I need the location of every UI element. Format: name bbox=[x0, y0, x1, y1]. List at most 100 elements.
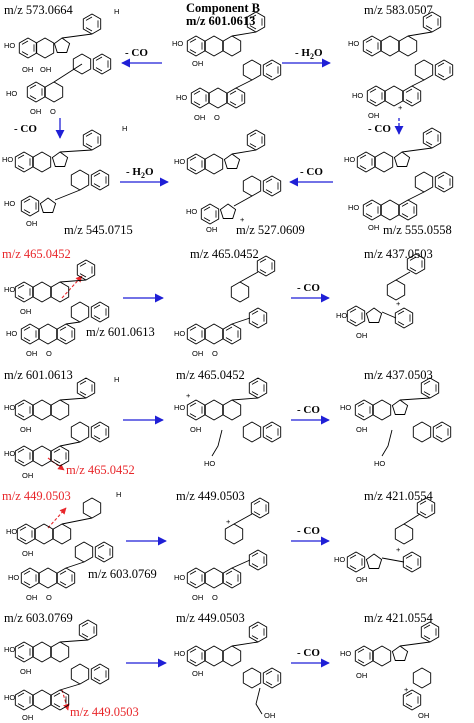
svg-text:OH: OH bbox=[20, 307, 31, 316]
svg-text:OH: OH bbox=[194, 113, 205, 122]
svg-text:H: H bbox=[114, 7, 119, 16]
svg-text:OH: OH bbox=[190, 425, 201, 434]
svg-text:HO: HO bbox=[174, 157, 185, 166]
svg-text:O: O bbox=[212, 593, 218, 602]
structure-555 bbox=[356, 127, 454, 221]
svg-text:HO: HO bbox=[348, 203, 359, 212]
svg-text:OH: OH bbox=[26, 349, 37, 358]
svg-text:HO: HO bbox=[186, 207, 197, 216]
svg-text:HO: HO bbox=[174, 649, 185, 658]
label-mz-573-0664: m/z 573.0664 bbox=[4, 3, 73, 17]
svg-text:O: O bbox=[212, 349, 218, 358]
loss-co-r3: - CO bbox=[297, 282, 320, 294]
svg-text:HO: HO bbox=[4, 645, 15, 654]
title-component-b: Component B m/z 601.0613 bbox=[186, 1, 260, 28]
svg-text:OH: OH bbox=[356, 671, 367, 680]
structure-449-row6 bbox=[186, 621, 282, 715]
svg-text:HO: HO bbox=[344, 155, 355, 164]
loss-co-r6: - CO bbox=[297, 647, 320, 659]
structure-449-row5 bbox=[186, 497, 270, 589]
loss-labels: - CO - H2O - CO - CO - H2O - CO - CO - C… bbox=[14, 47, 391, 659]
svg-text:OH: OH bbox=[22, 549, 33, 558]
structure-437-row3 bbox=[346, 253, 426, 329]
svg-text:OH: OH bbox=[264, 711, 275, 720]
structure-573 bbox=[18, 13, 112, 103]
label-mz-449-0503-red-row5: m/z 449.0503 bbox=[2, 489, 71, 503]
svg-text:O: O bbox=[50, 107, 56, 116]
svg-text:OH: OH bbox=[356, 575, 367, 584]
svg-text:OH: OH bbox=[22, 471, 33, 480]
label-mz-601-0613-row4: m/z 601.0613 bbox=[4, 368, 73, 382]
label-mz-465-0452-row3: m/z 465.0452 bbox=[190, 247, 259, 261]
label-mz-465-0452-row4: m/z 465.0452 bbox=[176, 368, 245, 382]
structure-421-row5 bbox=[346, 497, 436, 573]
svg-text:HO: HO bbox=[4, 41, 15, 50]
label-mz-437-0503-row4: m/z 437.0503 bbox=[364, 368, 433, 382]
svg-text:HO: HO bbox=[6, 89, 17, 98]
label-mz-603-0769-row6: m/z 603.0769 bbox=[4, 611, 73, 625]
structure-583 bbox=[362, 11, 454, 107]
structure-601-row3 bbox=[14, 259, 110, 345]
svg-text:HO: HO bbox=[174, 403, 185, 412]
label-mz-555-0558: m/z 555.0558 bbox=[383, 223, 452, 237]
loss-co-r5: - CO bbox=[297, 525, 320, 537]
label-mz-421-0554-row5: m/z 421.0554 bbox=[364, 489, 433, 503]
svg-text:OH: OH bbox=[192, 669, 203, 678]
svg-text:+: + bbox=[240, 215, 245, 224]
loss-co-r4: - CO bbox=[297, 404, 320, 416]
label-mz-449-0503-red-row6: m/z 449.0503 bbox=[70, 705, 139, 719]
svg-text:HO: HO bbox=[348, 39, 359, 48]
svg-text:HO: HO bbox=[8, 573, 19, 582]
svg-text:HO: HO bbox=[334, 555, 345, 564]
svg-text:HO: HO bbox=[340, 649, 351, 658]
loss-co-r1: - CO bbox=[125, 47, 148, 59]
label-mz-545-0715: m/z 545.0715 bbox=[64, 223, 133, 237]
svg-text:+: + bbox=[186, 391, 191, 400]
svg-text:OH: OH bbox=[26, 593, 37, 602]
svg-text:+: + bbox=[396, 299, 401, 308]
atom-labels: HO OH OH HO OH O HO OH HO OH O HO HO OH … bbox=[2, 7, 429, 722]
svg-text:+: + bbox=[396, 545, 401, 554]
structure-527 bbox=[186, 129, 282, 225]
structure-603-row5 bbox=[16, 497, 114, 589]
label-mz-449-0503-row5: m/z 449.0503 bbox=[176, 489, 245, 503]
svg-text:HO: HO bbox=[352, 91, 363, 100]
svg-text:H: H bbox=[114, 375, 119, 384]
label-mz-465-0452-red-row4: m/z 465.0452 bbox=[66, 463, 135, 477]
loss-co-r1-down: - CO bbox=[14, 123, 37, 135]
structure-603-row6 bbox=[14, 619, 110, 711]
svg-text:HO: HO bbox=[4, 449, 15, 458]
label-mz-465-0452-red-row3: m/z 465.0452 bbox=[2, 247, 71, 261]
loss-h2o-r2: - H2O bbox=[126, 166, 154, 180]
svg-text:HO: HO bbox=[374, 459, 385, 468]
svg-text:OH: OH bbox=[40, 65, 51, 74]
svg-text:HO: HO bbox=[174, 329, 185, 338]
label-mz-583-0507: m/z 583.0507 bbox=[364, 3, 433, 17]
label-mz-601-0613-row3: m/z 601.0613 bbox=[86, 325, 155, 339]
label-mz-421-0554-row6: m/z 421.0554 bbox=[364, 611, 433, 625]
svg-text:H: H bbox=[116, 490, 121, 499]
svg-text:HO: HO bbox=[176, 93, 187, 102]
svg-text:+: + bbox=[226, 517, 231, 526]
label-mz-603-0769-row5: m/z 603.0769 bbox=[88, 567, 157, 581]
svg-text:OH: OH bbox=[20, 425, 31, 434]
svg-text:H: H bbox=[122, 124, 127, 133]
svg-text:HO: HO bbox=[204, 459, 215, 468]
svg-text:+: + bbox=[404, 685, 409, 694]
svg-text:HO: HO bbox=[2, 155, 13, 164]
structure-437-row4 bbox=[354, 377, 452, 457]
svg-text:OH: OH bbox=[368, 223, 379, 232]
svg-text:OH: OH bbox=[418, 711, 429, 720]
svg-text:OH: OH bbox=[356, 425, 367, 434]
loss-h2o-r1: - H2O bbox=[295, 47, 323, 61]
svg-text:OH: OH bbox=[368, 111, 379, 120]
structure-601-row4 bbox=[14, 377, 110, 467]
structure-component-b bbox=[186, 11, 282, 109]
svg-text:OH: OH bbox=[22, 713, 33, 722]
svg-text:OH: OH bbox=[20, 667, 31, 676]
svg-text:HO: HO bbox=[6, 527, 17, 536]
svg-text:OH: OH bbox=[26, 219, 37, 228]
svg-text:OH: OH bbox=[206, 225, 217, 234]
molecular-structures bbox=[14, 11, 454, 715]
svg-text:HO: HO bbox=[4, 693, 15, 702]
